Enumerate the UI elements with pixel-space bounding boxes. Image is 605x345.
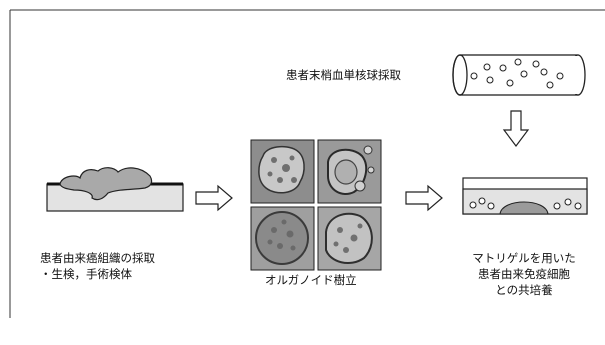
coculture-label-line1: マトリゲルを用いた xyxy=(472,251,576,265)
blood-tube xyxy=(452,54,586,96)
right-arrow-icon-2 xyxy=(405,184,443,212)
matrigel-dome xyxy=(499,201,549,215)
tissue-label-line2: ・生検，手術検体 xyxy=(40,267,132,281)
coculture-label-line2: 患者由来免疫細胞 xyxy=(478,267,570,281)
tissue-label-line1: 患者由来癌組織の採取 xyxy=(40,251,155,265)
coculture-label-line3: との共培養 xyxy=(495,283,553,297)
down-arrow-icon xyxy=(502,110,530,147)
coculture-dish xyxy=(462,177,588,215)
right-arrow-icon-1 xyxy=(195,184,233,212)
tissue-illustration xyxy=(46,167,184,212)
coculture-label: マトリゲルを用いた 患者由来免疫細胞 との共培養 xyxy=(450,250,598,298)
dish-cell-dots xyxy=(469,197,582,210)
tube-cell-dots xyxy=(470,58,564,89)
blood-collection-label: 患者末梢血単核球採取 xyxy=(286,68,401,82)
tissue-collection-label: 患者由来癌組織の採取 ・生検，手術検体 xyxy=(40,250,155,282)
organoid-micrographs xyxy=(250,139,382,271)
organoid-label: オルガノイド樹立 xyxy=(265,273,357,287)
